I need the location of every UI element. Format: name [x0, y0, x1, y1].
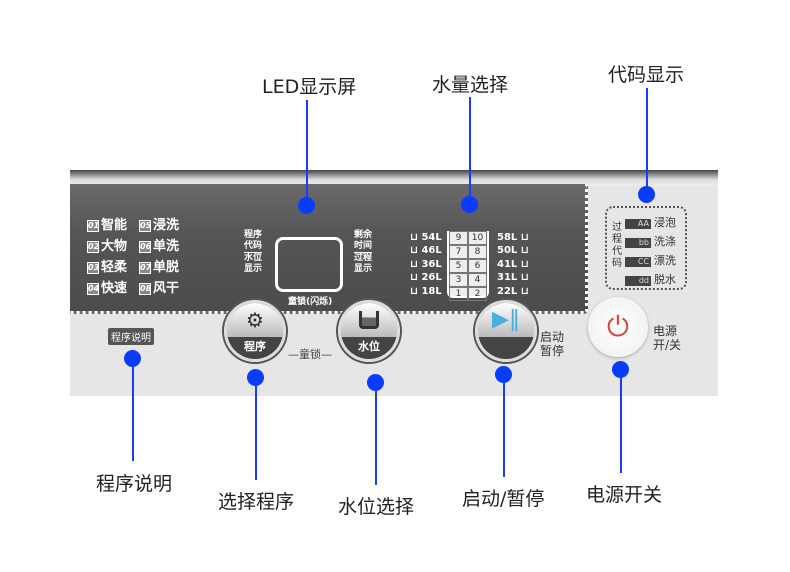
callout-program-manual: 程序说明: [96, 473, 173, 495]
callout-dot: [367, 374, 384, 391]
power-icon: ⏻: [606, 310, 630, 343]
callout-line: [646, 88, 648, 194]
callout-line: [469, 97, 471, 205]
program-manual-badge: 程序说明: [108, 328, 154, 345]
callout-dot: [298, 197, 315, 214]
power-label: 电源开/关: [653, 324, 682, 352]
child-lock-label: —童锁—: [288, 348, 332, 361]
callout-dot: [124, 350, 141, 367]
led-right-labels: 剩余时间过程显示: [354, 230, 373, 274]
led-screen: [275, 237, 343, 292]
water-levels-left: ⊔ 54L⊔ 46L⊔ 36L⊔ 26L⊔ 18L: [410, 232, 442, 297]
panel-top-edge: [70, 170, 718, 186]
callout-line: [306, 100, 308, 205]
callout-code-display: 代码显示: [608, 64, 685, 86]
callout-line: [503, 375, 505, 477]
process-code-title: 过程代码: [612, 222, 622, 269]
power-button[interactable]: ⏻: [588, 297, 648, 357]
shirt-gear-icon: ⚙: [246, 307, 264, 332]
callout-dot: [461, 196, 478, 213]
callout-dot: [247, 369, 264, 386]
callout-water-select: 水量选择: [432, 74, 509, 96]
play-pause-icon: ▶‖: [492, 307, 520, 333]
callout-line: [620, 370, 622, 473]
callout-dot: [612, 361, 629, 378]
callout-select-program: 选择程序: [218, 491, 295, 513]
callout-led-display: LED显示屏: [262, 76, 357, 98]
start-pause-label: 启动暂停: [540, 330, 565, 358]
water-level-button[interactable]: 水位: [338, 300, 400, 362]
callout-line: [132, 358, 134, 461]
start-pause-button[interactable]: ▶‖: [475, 300, 537, 362]
callout-line: [375, 383, 377, 485]
child-lock-hint: 童锁(闪烁): [288, 297, 333, 307]
callout-dot: [495, 366, 512, 383]
callout-power-switch: 电源开关: [586, 484, 663, 506]
callout-water-level: 水位选择: [338, 496, 415, 518]
callout-start-pause: 启动/暂停: [462, 488, 545, 510]
water-levels-right: 58L ⊔50L ⊔41L ⊔31L ⊔22L ⊔: [497, 232, 529, 297]
water-tub-icon: [359, 310, 379, 329]
program-button[interactable]: ⚙ 程序: [224, 300, 286, 362]
led-left-labels: 程序代码水位显示: [244, 230, 263, 274]
callout-line: [255, 378, 257, 480]
callout-dot: [638, 186, 655, 203]
